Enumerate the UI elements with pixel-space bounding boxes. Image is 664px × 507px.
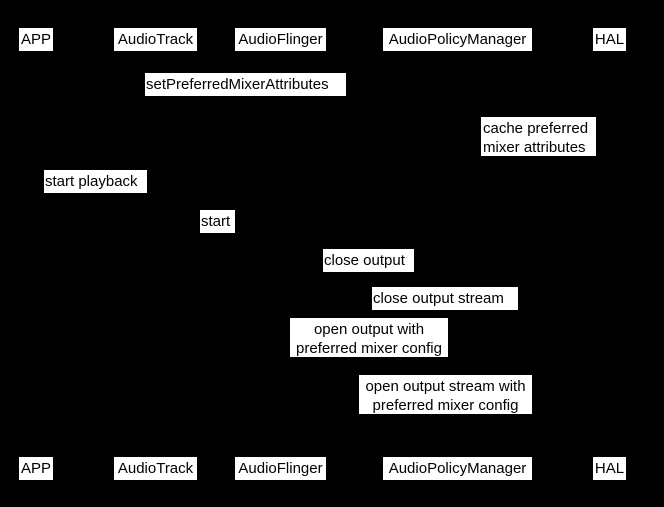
message-set-preferred-mixer-attributes[interactable]: setPreferredMixerAttributes xyxy=(145,73,346,96)
lifeline-audiotrack xyxy=(155,52,156,456)
lifeline-audioflinger xyxy=(280,52,281,456)
arrow-open-output-with-preferred-mixer-config xyxy=(280,358,457,359)
note-cache-preferred-mixer-attributes[interactable]: cache preferred mixer attributes xyxy=(481,117,596,156)
message-open-output-with-preferred-mixer-config[interactable]: open output with preferred mixer config xyxy=(290,318,448,357)
participant-bottom-audiopolicymanager[interactable]: AudioPolicyManager xyxy=(383,457,532,480)
participant-bottom-hal[interactable]: HAL xyxy=(593,457,626,480)
participant-top-app[interactable]: APP xyxy=(19,28,53,51)
message-close-output[interactable]: close output xyxy=(323,249,414,272)
lifeline-app xyxy=(36,52,37,456)
message-open-output-stream-with-preferred-mixer-config[interactable]: open output stream with preferred mixer … xyxy=(359,375,532,414)
participant-top-hal[interactable]: HAL xyxy=(593,28,626,51)
arrow-set-preferred-mixer-attributes xyxy=(36,97,457,98)
lifeline-hal xyxy=(609,52,610,456)
arrow-start-playback xyxy=(36,194,155,195)
arrow-start xyxy=(155,234,280,235)
participant-bottom-audioflinger[interactable]: AudioFlinger xyxy=(235,457,326,480)
participant-top-audiopolicymanager[interactable]: AudioPolicyManager xyxy=(383,28,532,51)
message-start[interactable]: start xyxy=(200,210,235,233)
lifeline-audiopolicymanager xyxy=(457,52,458,456)
participant-bottom-audiotrack[interactable]: AudioTrack xyxy=(114,457,197,480)
arrow-close-output-stream xyxy=(457,311,609,312)
arrow-open-output-stream-with-preferred-mixer-config xyxy=(457,415,609,416)
message-close-output-stream[interactable]: close output stream xyxy=(372,287,518,310)
participant-bottom-app[interactable]: APP xyxy=(19,457,53,480)
message-start-playback[interactable]: start playback xyxy=(44,170,147,193)
arrow-close-output xyxy=(280,273,457,274)
participant-top-audiotrack[interactable]: AudioTrack xyxy=(114,28,197,51)
participant-top-audioflinger[interactable]: AudioFlinger xyxy=(235,28,326,51)
